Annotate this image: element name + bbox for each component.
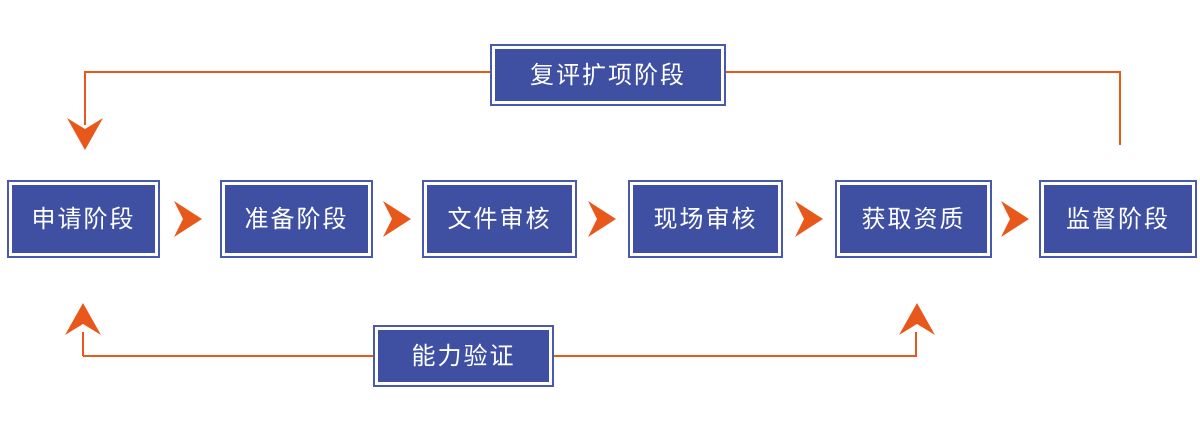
stage-label: 申请阶段: [31, 205, 136, 233]
stage-box-fill: 申请阶段: [12, 185, 155, 253]
bottom-loop-right-vertical-line: [915, 332, 917, 356]
stage-box-document-review: 文件审核: [422, 180, 577, 258]
bottom-loop-label-box: 能力验证: [373, 325, 554, 387]
stage-label: 准备阶段: [244, 205, 349, 233]
bottom-loop-left-vertical-line: [82, 332, 84, 356]
stage-box-supervision: 监督阶段: [1039, 180, 1197, 258]
chevron-right-icon: [794, 200, 824, 238]
stage-box-fill: 准备阶段: [225, 185, 368, 253]
stage-box-application: 申请阶段: [7, 180, 160, 258]
top-loop-left-vertical-line: [84, 71, 86, 125]
top-loop-label-box: 复评扩项阶段: [490, 44, 726, 106]
stage-box-fill: 获取资质: [840, 185, 987, 253]
stage-box-fill: 复评扩项阶段: [495, 49, 721, 101]
stage-label: 监督阶段: [1066, 205, 1170, 233]
stage-label: 获取资质: [861, 205, 966, 233]
chevron-right-icon: [1000, 200, 1030, 238]
arrow-down-icon: [66, 117, 104, 151]
chevron-right-icon: [587, 200, 617, 238]
stage-box-fill: 能力验证: [378, 330, 549, 382]
arrow-up-icon: [898, 302, 936, 336]
top-loop-label: 复评扩项阶段: [530, 61, 686, 89]
stage-box-onsite-review: 现场审核: [628, 180, 783, 258]
chevron-right-icon: [173, 200, 203, 238]
stage-label: 现场审核: [653, 205, 758, 233]
bottom-loop-label: 能力验证: [411, 342, 516, 370]
chevron-right-icon: [382, 200, 412, 238]
arrow-up-icon: [64, 302, 102, 336]
stage-box-fill: 现场审核: [633, 185, 778, 253]
stage-box-preparation: 准备阶段: [220, 180, 373, 258]
stage-box-fill: 文件审核: [427, 185, 572, 253]
stage-box-fill: 监督阶段: [1044, 185, 1192, 253]
stage-box-obtain-qualification: 获取资质: [835, 180, 992, 258]
top-loop-right-vertical-line: [1119, 71, 1121, 145]
stage-label: 文件审核: [447, 205, 552, 233]
